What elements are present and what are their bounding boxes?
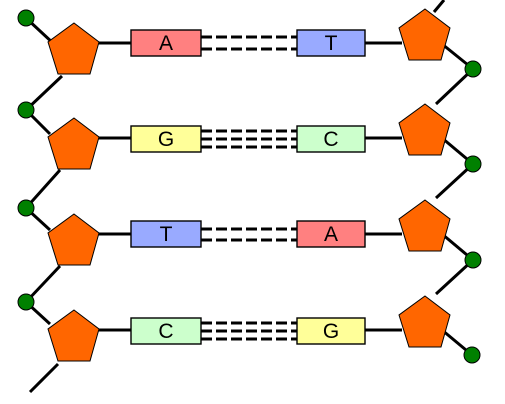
left-sugar-pentagon: [47, 22, 100, 75]
hydrogen-bonds-pair-3: [201, 227, 297, 242]
right-sugar-pentagon: [398, 103, 451, 156]
right-sugar-pentagon: [398, 8, 451, 61]
left-phosphates: [17, 9, 35, 311]
right-base-label: T: [325, 32, 338, 55]
base-pair-row-2: G C: [130, 125, 366, 153]
left-sugars: [47, 22, 100, 362]
left-base-box: [130, 317, 202, 345]
left-phosphate-circle: [17, 199, 35, 217]
right-base-label: C: [323, 128, 338, 151]
base-pair-row-1: A T: [130, 29, 366, 57]
right-sugar-base-connectors: [365, 41, 402, 332]
left-base-label: T: [160, 223, 173, 246]
right-phosphate-circle: [464, 251, 482, 269]
left-phosphate-circle: [17, 101, 35, 119]
hydrogen-bonds-pair-1: [201, 35, 297, 51]
right-base-box: [296, 317, 366, 345]
right-sugar-pentagon: [398, 295, 451, 348]
left-base-box: [130, 125, 202, 153]
right-base-label: A: [324, 223, 338, 246]
hydrogen-bonds-pair-4: [201, 321, 297, 341]
right-base-box: [296, 29, 366, 57]
right-backbone-segment: [432, 0, 446, 13]
left-backbone-segment: [28, 362, 60, 394]
right-sugars: [398, 8, 451, 348]
left-phosphate-circle: [17, 9, 35, 27]
right-base-box: [296, 125, 366, 153]
right-sugar-pentagon: [398, 199, 451, 252]
left-sugar-base-connectors: [96, 41, 131, 332]
hydrogen-bonds-pair-2: [201, 129, 297, 149]
right-phosphate-circle: [464, 155, 482, 173]
base-pair-row-4: C G: [130, 317, 366, 345]
right-phosphate-circle: [464, 60, 482, 78]
left-sugar-pentagon: [47, 213, 100, 266]
left-base-box: [130, 29, 202, 57]
left-base-label: C: [158, 320, 173, 343]
left-sugar-pentagon: [47, 309, 100, 362]
left-phosphate-circle: [17, 293, 35, 311]
right-phosphates: [463, 60, 482, 364]
right-base-label: G: [323, 320, 339, 343]
left-sugar-pentagon: [47, 117, 100, 170]
left-base-label: G: [158, 128, 174, 151]
left-base-label: A: [159, 32, 173, 55]
base-pair-row-3: T A: [130, 220, 366, 248]
right-phosphate-circle: [463, 346, 481, 364]
right-base-box: [296, 220, 366, 248]
left-base-box: [130, 220, 202, 248]
